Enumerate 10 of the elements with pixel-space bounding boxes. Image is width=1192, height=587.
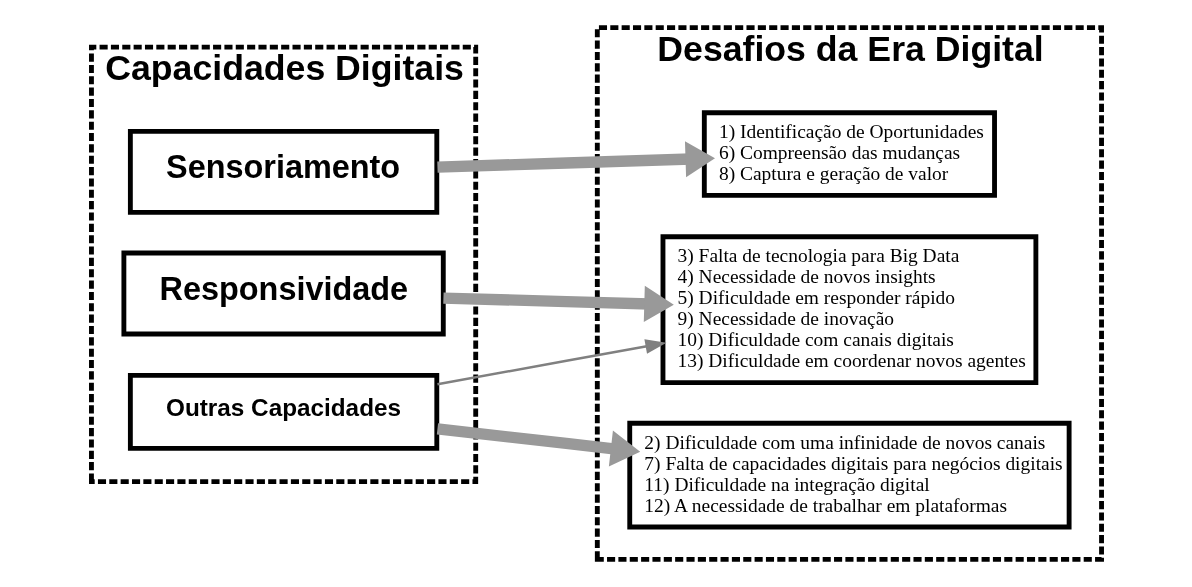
node-box: Outras Capacidades: [127, 372, 439, 451]
arrow: [436, 141, 715, 178]
node-box: 1) Identificação de Oportunidades 6) Compreensão das mudanças 8) Captura e geração de valor: [701, 110, 997, 198]
node-box: Sensoriamento: [127, 128, 439, 215]
node-box: 3) Falta de tecnologia para Big Data 4) Necessidade de novos insights 5) Dificuldade em responder rápido 9) Necessidade de inovação 10) Dificuldade com canais digitais 13) Dificuldade em coordenar novos agentes: [660, 234, 1038, 386]
arrow: [442, 285, 674, 322]
node-box: 2) Dificuldade com uma infinidade de novos canais 7) Falta de capacidades digitais para negócios digitais 11) Dificuldade na integração digital 12) A necessidade de trabalhar em plataformas: [626, 420, 1072, 530]
arrow: [436, 423, 640, 467]
arrow: [436, 339, 666, 386]
node-box: Responsividade: [120, 250, 446, 337]
